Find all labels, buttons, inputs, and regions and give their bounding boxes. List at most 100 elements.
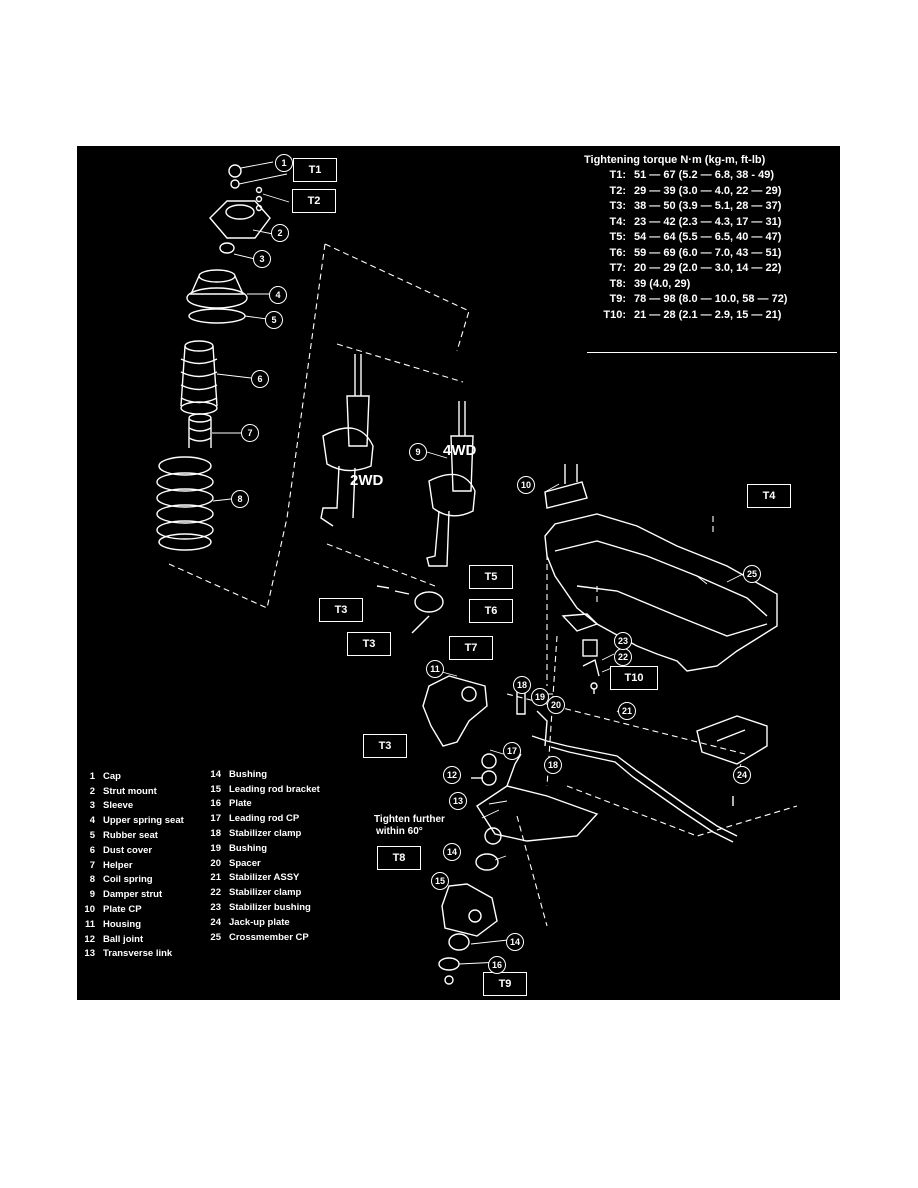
sleeve-part [219, 242, 235, 254]
legend-item: 12 Ball joint [81, 932, 184, 947]
torque-tag-t5: T5 [469, 565, 513, 589]
plate-cp-part [544, 464, 588, 509]
legend-item-name: Spacer [229, 857, 261, 869]
legend-item-number: 11 [84, 918, 95, 930]
torque-tag-t9: T9 [483, 972, 527, 996]
torque-row: T7:20 — 29 (2.0 — 3.0, 14 — 22) [584, 262, 836, 278]
legend-item-number: 6 [89, 844, 95, 856]
callout-15: 15 [431, 872, 449, 890]
plate-part [438, 957, 460, 985]
callout-22: 22 [614, 648, 632, 666]
torque-row-label: T7: [609, 262, 627, 274]
legend-item-number: 10 [84, 904, 95, 916]
torque-table-rule [587, 352, 837, 353]
callout-16: 16 [488, 956, 506, 974]
torque-row-label: T10: [603, 308, 626, 321]
t10-bolt [590, 682, 598, 694]
callout-19: 19 [531, 688, 549, 706]
bushing-part [475, 853, 499, 871]
legend-item-number: 9 [89, 889, 95, 901]
torque-tag-t3-lower: T3 [347, 632, 391, 656]
bushing-lower-part [448, 933, 470, 951]
callout-25: 25 [743, 565, 761, 583]
torque-row-value: 59 — 69 (6.0 — 7.0, 43 — 51) [634, 246, 782, 259]
torque-row-value: 29 — 39 (3.0 — 4.0, 22 — 29) [634, 184, 782, 197]
legend-item: 18 Stabilizer clamp [207, 826, 320, 841]
damper-strut-4wd [426, 401, 476, 567]
legend-item-name: Upper spring seat [103, 815, 184, 827]
diagram-panel: Tightening torque N·m (kg-m, ft-lb) T1:5… [77, 146, 840, 1000]
legend-item-number: 17 [210, 813, 221, 825]
callout-8: 8 [231, 490, 249, 508]
callout-14-lower: 14 [506, 933, 524, 951]
legend-item-name: Sleeve [103, 800, 134, 812]
callout-2: 2 [271, 224, 289, 242]
torque-tag-t1: T1 [293, 158, 337, 182]
legend-item-number: 18 [210, 828, 221, 840]
legend-item: 1 Cap [81, 769, 184, 784]
torque-tag-t10: T10 [610, 666, 658, 690]
legend-item-number: 20 [210, 857, 221, 869]
legend-item-name: Helper [103, 859, 133, 871]
torque-tag-t8: T8 [377, 846, 421, 870]
legend-item-number: 12 [84, 933, 95, 945]
legend-item-number: 15 [210, 783, 221, 795]
callout-6: 6 [251, 370, 269, 388]
legend-item-number: 8 [89, 874, 95, 886]
legend-item-name: Cap [103, 770, 121, 782]
torque-row-value: 39 (4.0, 29) [634, 277, 691, 290]
torque-row-label: T8: [609, 277, 627, 290]
torque-row: T9:78 — 98 (8.0 — 10.0, 58 — 72) [584, 293, 836, 309]
legend-item-name: Stabilizer ASSY [229, 872, 300, 884]
callout-1: 1 [275, 154, 293, 172]
torque-tag-t6: T6 [469, 599, 513, 623]
legend-item: 15 Leading rod bracket [207, 782, 320, 797]
legend-item-number: 23 [210, 902, 221, 914]
torque-table: Tightening torque N·m (kg-m, ft-lb) T1:5… [584, 154, 836, 324]
transverse-link-part [476, 753, 599, 845]
strut-bracket-bolts [376, 585, 444, 634]
torque-row: T4:23 — 42 (2.3 — 4.3, 17 — 31) [584, 216, 836, 232]
legend-item-name: Stabilizer clamp [229, 828, 302, 840]
housing-part [422, 675, 488, 747]
upper-spring-seat-part [186, 269, 248, 309]
cap-part [228, 164, 242, 189]
torque-row-label: T3: [609, 200, 627, 212]
helper-part [188, 413, 212, 448]
legend-item-name: Damper strut [103, 889, 163, 901]
torque-row: T1:51 — 67 (5.2 — 6.8, 38 - 49) [584, 169, 836, 185]
legend-item-name: Plate CP [103, 904, 142, 916]
torque-row: T2: 29 — 39 (3.0 — 4.0, 22 — 29) [584, 185, 836, 201]
legend-item-name: Rubber seat [103, 830, 158, 842]
torque-row: T3:38 — 50 (3.9 — 5.1, 28 — 37) [584, 200, 836, 216]
leading-rod-bracket-part [441, 883, 498, 937]
legend-item-name: Strut mount [103, 785, 157, 797]
legend-item-name: Dust cover [103, 844, 153, 856]
legend-item-name: Leading rod CP [229, 813, 300, 825]
tighten-note-line2: within 60° [376, 826, 423, 837]
legend-item-name: Leading rod bracket [229, 783, 320, 795]
legend-item-number: 1 [89, 770, 95, 782]
torque-row-value: 51 — 67 (5.2 — 6.8, 38 - 49) [634, 169, 775, 181]
torque-tag-t3-upper: T3 [319, 598, 363, 622]
legend-item-name: Ball joint [103, 933, 144, 945]
callout-10: 10 [517, 476, 535, 494]
torque-row-label: T2: [609, 184, 627, 197]
stabilizer-assy-part [531, 735, 738, 843]
label-4wd: 4WD [443, 442, 477, 459]
tighten-note: Tighten further within 60° [374, 814, 445, 838]
callout-21: 21 [618, 702, 636, 720]
callout-7: 7 [241, 424, 259, 442]
legend-item-number: 13 [84, 948, 95, 960]
torque-tag-t7: T7 [449, 636, 493, 660]
legend-item-number: 19 [210, 842, 221, 854]
legend-item-name: Bushing [229, 768, 267, 780]
torque-tag-t4: T4 [747, 484, 791, 508]
